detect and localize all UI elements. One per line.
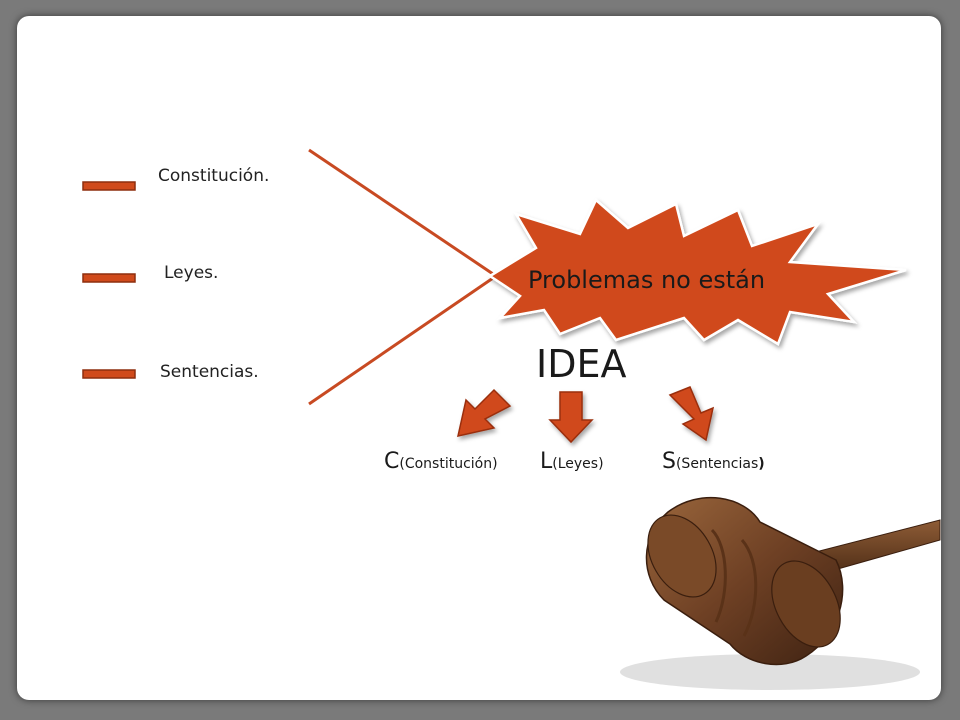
- connector-line-upper: [308, 148, 497, 278]
- down-arrow-icon: [668, 386, 715, 442]
- abbreviation-letter: L: [540, 449, 553, 474]
- dash-bullet-icon: [82, 369, 136, 379]
- abbreviation-l: L(Leyes): [540, 449, 604, 474]
- abbreviation-detail: (Sentencias: [675, 456, 759, 472]
- abbreviation-letter: C: [384, 449, 400, 474]
- item-label-sentencias: Sentencias.: [160, 362, 259, 382]
- down-arrow-icon: [457, 388, 512, 437]
- idea-title: IDEA: [536, 342, 627, 386]
- gavel-icon: [620, 497, 941, 690]
- burst-shape: [487, 197, 907, 346]
- abbreviation-detail: (Constitución): [399, 456, 498, 472]
- item-label-leyes: Leyes.: [164, 263, 219, 283]
- down-arrow-icon: [548, 391, 594, 444]
- abbreviation-letter: S: [662, 449, 676, 474]
- dash-bullet-icon: [82, 273, 136, 283]
- item-label-constitucion: Constitución.: [158, 166, 270, 186]
- abbreviation-detail: (Leyes): [552, 456, 604, 472]
- abbreviation-closing: ): [758, 456, 765, 472]
- connector-line-lower: [308, 274, 497, 406]
- abbreviation-c: C(Constitución): [384, 449, 498, 474]
- abbreviation-s: S(Sentencias): [662, 449, 765, 474]
- burst-label: Problemas no están: [528, 266, 766, 294]
- dash-bullet-icon: [82, 181, 136, 191]
